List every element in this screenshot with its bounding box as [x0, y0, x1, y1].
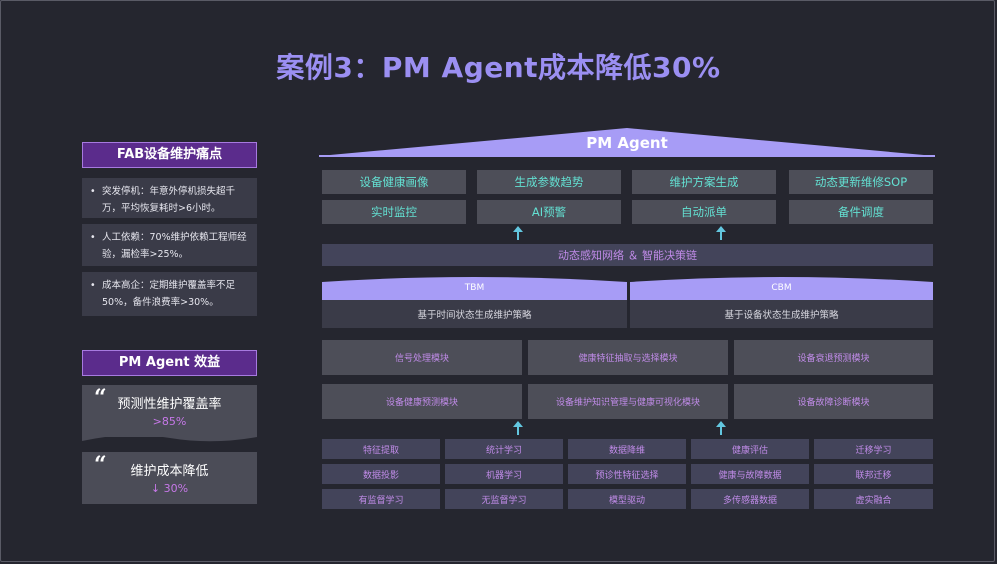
benefit-value: ↓ 30% — [150, 482, 189, 495]
tech-cell: 联邦迁移 — [814, 464, 933, 484]
tech-cell: 特征提取 — [322, 439, 440, 459]
module-box: 信号处理模块 — [322, 340, 522, 375]
module-box: 设备维护知识管理与健康可视化模块 — [528, 384, 728, 419]
wave-decoration — [82, 433, 257, 442]
arrow-up-icon — [716, 421, 726, 435]
benefit-label: 预测性维护覆盖率 — [117, 397, 222, 412]
bullet-icon: • — [90, 280, 96, 291]
benefits-header: PM Agent 效益 — [82, 350, 257, 376]
agent-function-box: 维护方案生成 — [632, 170, 776, 194]
tech-cell: 无监督学习 — [445, 489, 563, 509]
tech-cell: 多传感器数据 — [691, 489, 809, 509]
benefit-label: 维护成本降低 — [130, 464, 209, 479]
quote-icon: “ — [94, 452, 107, 478]
tech-cell: 数据投影 — [322, 464, 440, 484]
agent-function-box: 设备健康画像 — [322, 170, 466, 194]
agent-function-box: AI预警 — [477, 200, 621, 224]
bullet-icon: • — [90, 232, 96, 243]
tech-cell: 模型驱动 — [568, 489, 686, 509]
bullet-icon: • — [90, 186, 96, 197]
agent-function-box: 自动派单 — [632, 200, 776, 224]
network-decision-bar: 动态感知网络 ＆ 智能决策链 — [322, 244, 933, 266]
module-box: 健康特征抽取与选择模块 — [528, 340, 728, 375]
arrow-up-icon — [513, 421, 523, 435]
pain-point-text: 突发停机：年意外停机损失超千万，平均恢复耗时>6小时。 — [102, 186, 236, 214]
tech-cell: 统计学习 — [445, 439, 563, 459]
arrow-up-icon — [716, 226, 726, 240]
tech-cell: 预诊性特征选择 — [568, 464, 686, 484]
tech-cell: 健康评估 — [691, 439, 809, 459]
quote-icon: “ — [94, 385, 107, 411]
tech-cell: 数据降维 — [568, 439, 686, 459]
agent-function-box: 实时监控 — [322, 200, 466, 224]
benefit-value: >85% — [152, 415, 187, 428]
arrow-up-icon — [513, 226, 523, 240]
cbm-label: CBM — [771, 283, 792, 293]
tech-cell: 有监督学习 — [322, 489, 440, 509]
pain-point-item: • 成本高企：定期维护覆盖率不足50%，备件浪费率>30%。 — [82, 272, 257, 316]
cbm-header-shape — [630, 277, 933, 300]
tech-cell: 健康与故障数据 — [691, 464, 809, 484]
tbm-description: 基于时间状态生成维护策略 — [322, 300, 627, 328]
pain-point-item: • 突发停机：年意外停机损失超千万，平均恢复耗时>6小时。 — [82, 178, 257, 218]
pain-points-header: FAB设备维护痛点 — [82, 142, 257, 168]
agent-function-box: 生成参数趋势 — [477, 170, 621, 194]
benefit-card: “ 维护成本降低 ↓ 30% — [82, 452, 257, 504]
page-title: 案例3：PM Agent成本降低30% — [276, 51, 721, 84]
tbm-header-shape — [322, 277, 627, 300]
module-box: 设备故障诊断模块 — [734, 384, 933, 419]
pain-point-item: • 人工依赖：70%维护依赖工程师经验，漏检率>25%。 — [82, 224, 257, 266]
pain-point-text: 成本高企：定期维护覆盖率不足50%，备件浪费率>30%。 — [102, 280, 236, 308]
tbm-label: TBM — [464, 283, 485, 293]
tech-cell: 机器学习 — [445, 464, 563, 484]
module-box: 设备衰退预测模块 — [734, 340, 933, 375]
cbm-description: 基于设备状态生成维护策略 — [630, 300, 933, 328]
agent-function-box: 动态更新维修SOP — [789, 170, 933, 194]
agent-function-box: 备件调度 — [789, 200, 933, 224]
pain-point-text: 人工依赖：70%维护依赖工程师经验，漏检率>25%。 — [102, 232, 247, 260]
pm-agent-roof — [319, 128, 935, 157]
module-box: 设备健康预测模块 — [322, 384, 522, 419]
tech-cell: 虚实融合 — [814, 489, 933, 509]
pm-agent-label: PM Agent — [586, 134, 668, 152]
tech-cell: 迁移学习 — [814, 439, 933, 459]
benefit-card: “ 预测性维护覆盖率 >85% — [82, 385, 257, 442]
